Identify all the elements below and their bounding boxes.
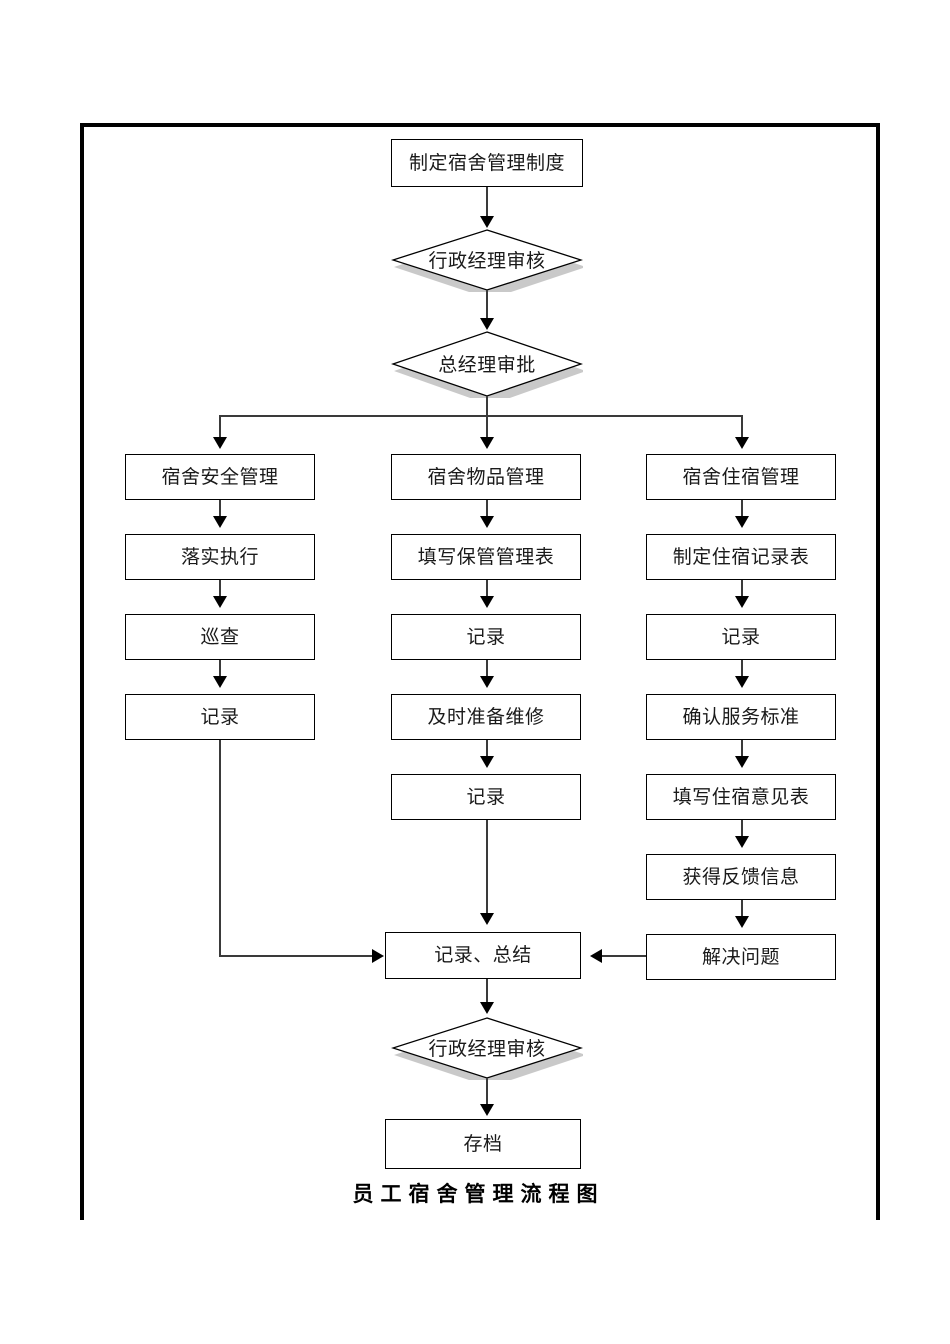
node-right-1: 制定住宿记录表: [646, 534, 843, 587]
diagram-frame: [80, 123, 880, 1220]
connector-left-1-to-2: [219, 580, 221, 602]
connector-right-1-to-2: [741, 580, 743, 602]
connector-mid-3-to-4: [486, 740, 488, 762]
connector-approve-stem: [486, 396, 488, 416]
node-left-2: 巡查: [125, 614, 322, 667]
connector-left-3-drop: [219, 740, 221, 956]
node-right-2: 记录: [646, 614, 843, 667]
node-col-left-head: 宿舍安全管理: [125, 454, 322, 507]
connector-start-to-review1: [486, 187, 488, 223]
connector-fork-left: [219, 415, 221, 443]
connector-right-3-to-4: [741, 740, 743, 762]
connector-fork-right: [741, 415, 743, 443]
node-archive: 存档: [385, 1119, 588, 1176]
node-review2-label: 行政经理审核: [428, 1037, 546, 1060]
node-mid-3: 及时准备维修: [391, 694, 588, 747]
arrowhead-fork-mid: [480, 437, 494, 449]
connector-right-2-to-3: [741, 660, 743, 682]
connector-mid-4-to-merge: [486, 820, 488, 920]
arrowhead-left-1-to-2: [213, 596, 227, 608]
arrowhead-mid-1-to-2: [480, 596, 494, 608]
node-col-mid-head: 宿舍物品管理: [391, 454, 588, 507]
diamond-shape-icon: [391, 1017, 583, 1080]
node-review1: 行政经理审核: [391, 228, 583, 292]
connector-right-6-to-merge: [600, 955, 646, 957]
connector-left-3-to-merge: [219, 955, 375, 957]
arrowhead-start-to-review1: [480, 216, 494, 228]
node-right-3: 确认服务标准: [646, 694, 843, 747]
node-left-1: 落实执行: [125, 534, 322, 587]
connector-review1-to-approve: [486, 290, 488, 326]
node-mid-1: 填写保管管理表: [391, 534, 588, 587]
arrowhead-right-1-to-2: [735, 596, 749, 608]
node-mid-2: 记录: [391, 614, 588, 667]
connector-left-head-to-1: [219, 500, 221, 522]
connector-fork-bar: [219, 415, 743, 417]
connector-right-5-to-6: [741, 900, 743, 922]
node-mid-4: 记录: [391, 774, 588, 827]
connector-fork-mid: [486, 415, 488, 443]
arrowhead-mid-2-to-3: [480, 676, 494, 688]
node-right-6: 解决问题: [646, 934, 843, 987]
connector-merge-to-review2: [486, 979, 488, 1009]
arrowhead-right-4-to-5: [735, 836, 749, 848]
arrowhead-left-3-to-merge: [372, 949, 384, 963]
connector-right-4-to-5: [741, 820, 743, 842]
node-right-5: 获得反馈信息: [646, 854, 843, 907]
arrowhead-mid-head-to-1: [480, 516, 494, 528]
node-review2: 行政经理审核: [391, 1016, 583, 1080]
arrowhead-right-2-to-3: [735, 676, 749, 688]
node-review1-label: 行政经理审核: [428, 249, 546, 272]
node-merge: 记录、总结: [385, 932, 588, 986]
node-left-3: 记录: [125, 694, 322, 747]
arrowhead-right-5-to-6: [735, 916, 749, 928]
node-approve-label: 总经理审批: [438, 353, 536, 376]
arrowhead-mid-3-to-4: [480, 756, 494, 768]
arrowhead-left-head-to-1: [213, 516, 227, 528]
connector-right-head-to-1: [741, 500, 743, 522]
arrowhead-fork-right: [735, 437, 749, 449]
arrowhead-review1-to-approve: [480, 318, 494, 330]
arrowhead-fork-left: [213, 437, 227, 449]
arrowhead-review2-to-archive: [480, 1104, 494, 1116]
connector-left-2-to-3: [219, 660, 221, 682]
arrowhead-mid-4-to-merge: [480, 913, 494, 925]
connector-mid-1-to-2: [486, 580, 488, 602]
arrowhead-right-head-to-1: [735, 516, 749, 528]
arrowhead-merge-to-review2: [480, 1002, 494, 1014]
connector-mid-head-to-1: [486, 500, 488, 522]
node-start: 制定宿舍管理制度: [391, 139, 590, 194]
connector-review2-to-archive: [486, 1078, 488, 1110]
node-right-4: 填写住宿意见表: [646, 774, 843, 827]
connector-mid-2-to-3: [486, 660, 488, 682]
node-col-right-head: 宿舍住宿管理: [646, 454, 843, 507]
node-approve: 总经理审批: [391, 330, 583, 398]
arrowhead-right-3-to-4: [735, 756, 749, 768]
diagram-caption: 员工宿舍管理流程图: [352, 1182, 605, 1206]
arrowhead-left-2-to-3: [213, 676, 227, 688]
arrowhead-right-6-to-merge: [590, 949, 602, 963]
